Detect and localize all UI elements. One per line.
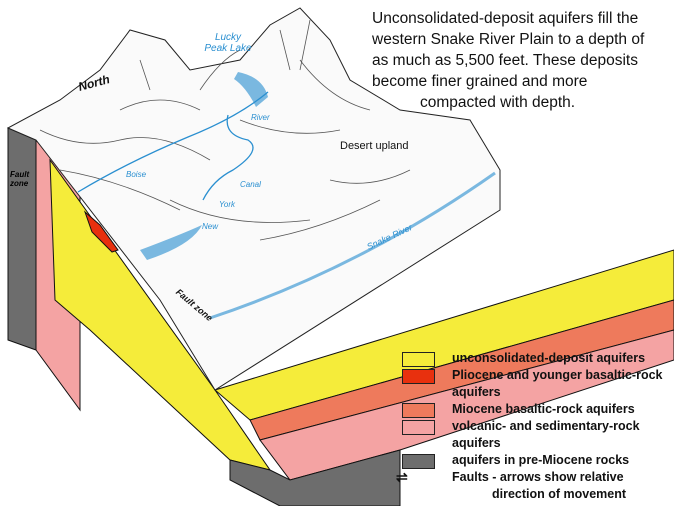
- legend-label: Faults - arrows show relative: [452, 470, 624, 484]
- legend-item-faults-cont: direction of movement: [402, 486, 674, 503]
- legend-label: direction of movement: [492, 487, 627, 501]
- caption-line: as much as 5,500 feet. These deposits: [372, 52, 638, 69]
- legend-label: Miocene basaltic-rock aquifers: [452, 402, 635, 416]
- new-label: New: [202, 222, 219, 231]
- fault-zone-label-left: Fault zone: [10, 170, 30, 188]
- caption-line: become finer grained and more: [372, 73, 588, 90]
- orange-right-band: [249, 299, 674, 441]
- fault-arrows-icon: ⇌: [396, 469, 408, 485]
- legend-item: Miocene basaltic-rock aquifers: [402, 401, 674, 418]
- caption: Unconsolidated-deposit aquifers fill the…: [372, 8, 672, 113]
- legend-label: Pliocene and younger basaltic-rock aquif…: [452, 368, 663, 399]
- terrain-hatching: [39, 19, 411, 241]
- legend-label: volcanic- and sedimentary-rock aquifers: [452, 419, 640, 450]
- gray-left-face: [7, 127, 37, 351]
- legend-swatch: [402, 352, 435, 367]
- legend-label: aquifers in pre-Miocene rocks: [452, 453, 630, 467]
- snake-river: [209, 171, 496, 320]
- boise-label: Boise: [126, 170, 147, 179]
- boise-river: [77, 91, 269, 193]
- legend-swatch: [402, 369, 435, 384]
- legend-item: aquifers in pre-Miocene rocks: [402, 452, 674, 469]
- lake-label: Lucky Peak Lake: [204, 32, 252, 54]
- caption-line: western Snake River Plain to a depth of: [372, 31, 645, 48]
- legend-label: unconsolidated-deposit aquifers: [452, 351, 646, 365]
- river-label: River: [251, 113, 270, 122]
- canal-reservoir: [140, 225, 202, 260]
- legend: unconsolidated-deposit aquifers Pliocene…: [396, 350, 674, 503]
- legend-item-faults: ⇌ Faults - arrows show relative: [396, 469, 674, 486]
- legend-swatch: [402, 454, 435, 469]
- yellow-right-face: [213, 249, 674, 421]
- caption-line: compacted with depth.: [420, 94, 576, 111]
- pink-right-band: [259, 329, 674, 481]
- gray-bottom: [229, 449, 401, 506]
- york-label: York: [219, 200, 236, 209]
- desert-label: Desert upland: [340, 140, 409, 152]
- caption-line: Unconsolidated-deposit aquifers fill the: [372, 10, 639, 27]
- terrain-surface: [6, 7, 501, 391]
- legend-item: volcanic- and sedimentary-rock aquifers: [402, 418, 657, 452]
- new-york-canal: [202, 114, 254, 201]
- legend-swatch: [402, 403, 435, 418]
- legend-swatch: [402, 420, 435, 435]
- legend-item: unconsolidated-deposit aquifers: [402, 350, 674, 367]
- canal-label: Canal: [240, 180, 261, 189]
- legend-item: Pliocene and younger basaltic-rock aquif…: [402, 367, 674, 401]
- basalt-lens-1: [83, 210, 119, 253]
